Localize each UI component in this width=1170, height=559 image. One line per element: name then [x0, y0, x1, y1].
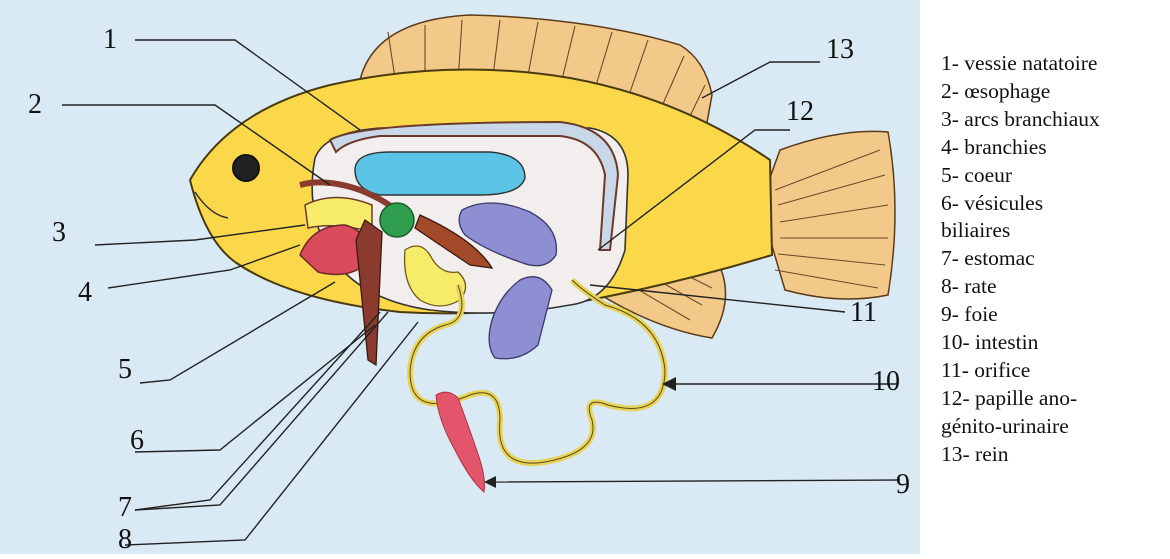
- callout-12: 12: [786, 96, 814, 127]
- callout-2: 2: [28, 89, 42, 120]
- legend-item: 4- branchies: [941, 134, 1166, 162]
- legend-item: 5- coeur: [941, 162, 1166, 190]
- legend: 1- vessie natatoire 2- œsophage 3- arcs …: [941, 50, 1166, 469]
- fish-anatomy-diagram: 1 2 3 4 5 6 7 8 9 10 11 12 13: [0, 0, 920, 554]
- callout-7: 7: [118, 492, 132, 523]
- caudal-fin: [760, 131, 895, 299]
- legend-item: 9- foie: [941, 301, 1166, 329]
- callout-5: 5: [118, 354, 132, 385]
- callout-3: 3: [52, 217, 66, 248]
- legend-item: 10- intestin: [941, 329, 1166, 357]
- callout-11: 11: [850, 297, 877, 328]
- legend-item: 1- vessie natatoire: [941, 50, 1166, 78]
- diagram-panel: 1 2 3 4 5 6 7 8 9 10 11 12 13: [0, 0, 920, 554]
- callout-10: 10: [872, 366, 900, 397]
- callout-8: 8: [118, 524, 132, 554]
- legend-item: 11- orifice: [941, 357, 1166, 385]
- legend-item: 7- estomac: [941, 245, 1166, 273]
- legend-item: 12- papille ano-génito-urinaire: [941, 385, 1166, 441]
- callout-13: 13: [826, 34, 854, 65]
- heart: [380, 203, 414, 237]
- eye: [233, 155, 259, 181]
- callout-4: 4: [78, 277, 92, 308]
- callout-1: 1: [103, 24, 117, 55]
- legend-item: 3- arcs branchiaux: [941, 106, 1166, 134]
- legend-item: 13- rein: [941, 441, 1166, 469]
- callout-6: 6: [130, 425, 144, 456]
- legend-item: 2- œsophage: [941, 78, 1166, 106]
- swim-bladder: [355, 152, 525, 195]
- legend-item: 8- rate: [941, 273, 1166, 301]
- callout-9: 9: [896, 469, 910, 500]
